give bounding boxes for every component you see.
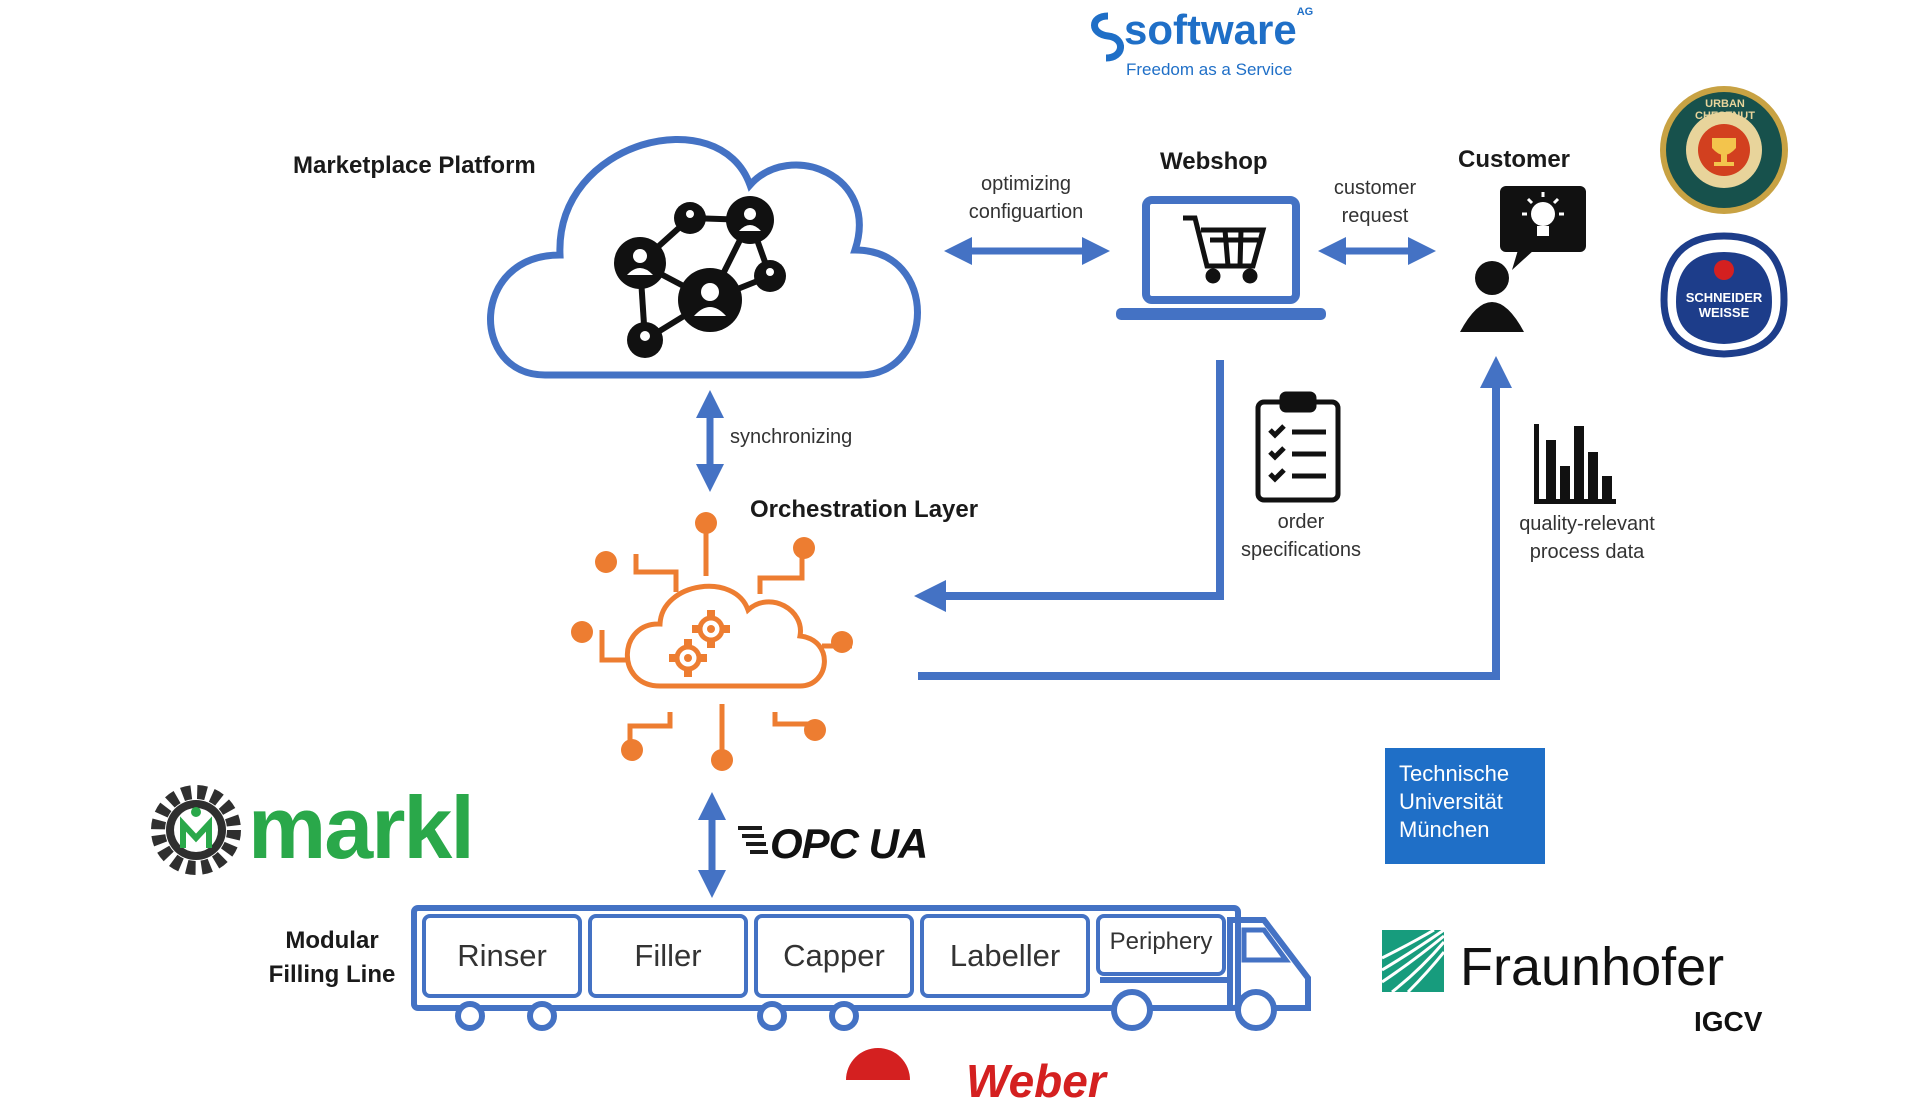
module-filler: Filler xyxy=(588,914,748,998)
optimizing-line2: configuartion xyxy=(968,201,1084,223)
module-labeller: Labeller xyxy=(920,914,1090,998)
schneider-line2: WEISSE xyxy=(1698,305,1750,320)
synchronizing-label: synchronizing xyxy=(730,426,853,448)
filling-line-truck xyxy=(411,905,1311,1011)
order-specs-line2: specifications xyxy=(1240,539,1362,561)
urban-chestnut-text: URBAN CHESTNUT xyxy=(1695,98,1755,122)
arrow-quality-data xyxy=(918,356,1512,680)
opc-ua-label: OPC UA xyxy=(770,820,928,867)
customer-label: Customer xyxy=(1458,146,1571,173)
diagram-canvas xyxy=(151,12,1788,1080)
truck-wheels xyxy=(455,989,1277,1031)
schneider-weisse-logo xyxy=(1660,232,1788,358)
weber-mark xyxy=(846,1048,910,1080)
customer-request-line1: customer xyxy=(1333,177,1417,199)
module-periphery: Periphery xyxy=(1096,914,1226,976)
webshop-label: Webshop xyxy=(1160,148,1268,175)
fraunhofer-mark xyxy=(1381,928,1446,994)
bar-chart-icon xyxy=(1534,424,1616,504)
opc-ua-graphic xyxy=(738,826,768,854)
schneider-line1: SCHNEIDER xyxy=(1685,290,1763,305)
person-idea-icon xyxy=(1460,186,1586,332)
network-nodes xyxy=(614,196,786,358)
weber-logo-text: Weber xyxy=(966,1055,1106,1107)
fraunhofer-logo-text: Fraunhofer xyxy=(1460,937,1725,997)
software-ag-sup: AG xyxy=(1296,6,1314,18)
quality-data-line2: process data xyxy=(1529,541,1645,563)
order-specs-line1: order xyxy=(1277,511,1325,533)
schneider-weisse-text: SCHNEIDER WEISSE xyxy=(1684,290,1764,320)
modular-line2: Filling Line xyxy=(268,961,396,988)
markl-gear-logo xyxy=(151,785,241,875)
shopping-cart-icon xyxy=(1183,215,1267,284)
checklist-clipboard-icon xyxy=(1255,391,1341,503)
fraunhofer-sub-text: IGCV xyxy=(1694,1006,1763,1037)
software-ag-name: softwareAG xyxy=(1124,6,1313,54)
optimizing-label: optimizing configuartion xyxy=(946,170,1106,226)
laptop-icon xyxy=(1116,196,1326,320)
orch-circuit-nodes xyxy=(571,512,853,771)
software-ag-tagline: Freedom as a Service xyxy=(1126,60,1293,79)
arrow-order-specifications xyxy=(914,360,1224,612)
tum-line3: München xyxy=(1399,817,1490,842)
modular-line1: Modular xyxy=(285,927,379,954)
tum-line2: Universität xyxy=(1399,789,1503,814)
quality-data-label: quality-relevant process data xyxy=(1502,510,1672,566)
module-rinser: Rinser xyxy=(422,914,582,998)
network-node-people xyxy=(627,208,774,341)
order-specifications-label: order specifications xyxy=(1226,508,1376,564)
marketplace-label: Marketplace Platform xyxy=(293,152,536,179)
tum-text-box: Technische Universität München xyxy=(1385,748,1545,864)
module-capper: Capper xyxy=(754,914,914,998)
modular-filling-line-label: Modular Filling Line xyxy=(262,924,402,992)
orch-gear-teeth xyxy=(669,610,730,677)
urban-chestnut-logo xyxy=(1660,86,1788,214)
orchestration-label: Orchestration Layer xyxy=(750,496,979,523)
tum-logo-box xyxy=(1558,748,1742,864)
quality-data-line1: quality-relevant xyxy=(1519,513,1655,535)
customer-request-line2: request xyxy=(1341,205,1409,227)
marketplace-cloud xyxy=(487,136,921,379)
optimizing-line1: optimizing xyxy=(980,173,1072,195)
tum-mark xyxy=(1574,770,1726,842)
software-ag-text: software xyxy=(1124,6,1297,53)
markl-logo-text: markl xyxy=(248,778,475,877)
customer-request-label: customer request xyxy=(1310,174,1440,230)
tum-line1: Technische xyxy=(1399,761,1510,786)
software-ag-mark xyxy=(1091,12,1124,62)
